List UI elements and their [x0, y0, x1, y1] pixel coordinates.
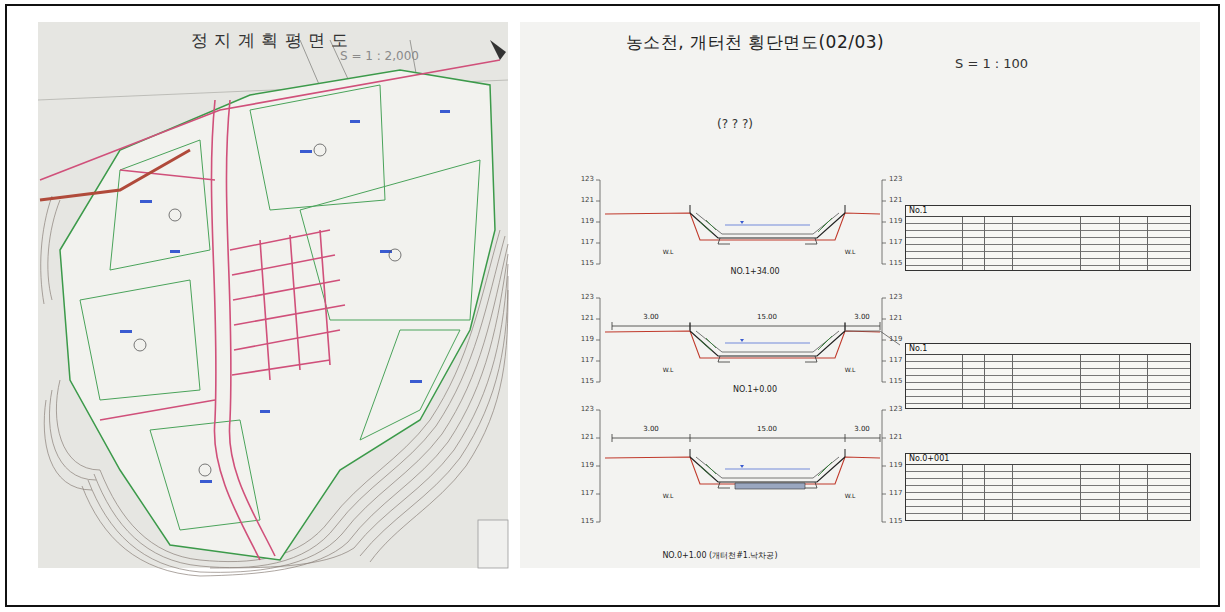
axis-number: 121 [581, 315, 594, 323]
cross-sections [605, 205, 900, 489]
axis-number: 123 [889, 294, 902, 302]
photo-left [38, 22, 508, 568]
note-text: (? ? ?) [717, 118, 753, 131]
axis-number: 121 [889, 434, 902, 442]
axis-number: 119 [889, 336, 902, 344]
table-rule [1080, 465, 1081, 520]
frame [6, 5, 1219, 606]
table-rule [1080, 217, 1081, 270]
axis-number: 119 [889, 218, 902, 226]
axis-number: 119 [889, 462, 902, 470]
axes [596, 180, 886, 522]
table-rule [1012, 217, 1013, 270]
dimension: 15.00 [757, 314, 777, 322]
axis-number: 115 [889, 378, 902, 386]
axis-number: 121 [889, 315, 902, 323]
axis-number: 123 [581, 294, 594, 302]
water-level-mark: W.L [663, 367, 674, 374]
table-rule [984, 465, 985, 520]
axis-number: 117 [889, 239, 902, 247]
table-header: No.0+001 [906, 454, 1190, 465]
section-table: No.1 [905, 205, 1191, 271]
dimension-lines [612, 322, 880, 442]
table-rule [1147, 465, 1148, 520]
table-rule [1080, 355, 1081, 408]
axis-number: 115 [889, 260, 902, 268]
axis-number: 117 [889, 490, 902, 498]
table-grid [906, 465, 1190, 520]
scale-note: S = 1 : 2,000 [340, 50, 419, 63]
drawing-title: 농소천, 개터천 횡단면도(02/03) [626, 33, 884, 52]
table-rule [962, 465, 963, 520]
section-label: NO.0+1.00 (개터천#1.낙차공) [662, 552, 777, 561]
water-level-mark: W.L [663, 493, 674, 500]
axis-number: 115 [581, 518, 594, 526]
axis-number: 121 [889, 197, 902, 205]
axis-number: 119 [581, 462, 594, 470]
table-rule [1119, 217, 1120, 270]
table-rule [984, 217, 985, 270]
dimension: 3.00 [643, 426, 659, 434]
axis-number: 117 [581, 239, 594, 247]
water-level-mark: W.L [663, 249, 674, 256]
water-level-mark: W.L [845, 249, 856, 256]
axis-number: 123 [581, 176, 594, 184]
section-table: No.1 [905, 343, 1191, 409]
axis-number: 115 [581, 378, 594, 386]
dimension: 3.00 [854, 314, 870, 322]
photo-right [520, 22, 1200, 568]
axis-number: 121 [581, 434, 594, 442]
axis-number: 123 [581, 406, 594, 414]
table-grid [906, 355, 1190, 408]
table-header: No.1 [906, 344, 1190, 355]
drawing-title: 정 지 계 획 평 면 도 [191, 31, 349, 50]
axis-number: 117 [581, 490, 594, 498]
section-label: NO.1+34.00 [730, 268, 779, 277]
water-level-mark: W.L [845, 493, 856, 500]
axis-number: 115 [581, 260, 594, 268]
table-rule [962, 355, 963, 408]
dimension: 3.00 [643, 314, 659, 322]
dimension: 3.00 [854, 426, 870, 434]
site-plan [38, 40, 508, 576]
axis-number: 123 [889, 176, 902, 184]
table-grid [906, 217, 1190, 270]
water-level-mark: W.L [845, 367, 856, 374]
scale-note: S = 1 : 100 [955, 57, 1028, 71]
axis-number: 117 [889, 357, 902, 365]
table-rule [1012, 355, 1013, 408]
axis-number: 119 [581, 336, 594, 344]
section-table: No.0+001 [905, 453, 1191, 521]
axis-number: 121 [581, 197, 594, 205]
axis-number: 119 [581, 218, 594, 226]
axis-number: 123 [889, 406, 902, 414]
table-rule [1147, 355, 1148, 408]
table-rule [984, 355, 985, 408]
table-rule [1119, 465, 1120, 520]
dimension: 15.00 [757, 426, 777, 434]
table-rule [1012, 465, 1013, 520]
axis-number: 115 [889, 518, 902, 526]
axis-number: 117 [581, 357, 594, 365]
table-rule [962, 217, 963, 270]
table-rule [1119, 355, 1120, 408]
section-label: NO.1+0.00 [733, 386, 777, 395]
table-rule [1147, 217, 1148, 270]
table-header: No.1 [906, 206, 1190, 217]
